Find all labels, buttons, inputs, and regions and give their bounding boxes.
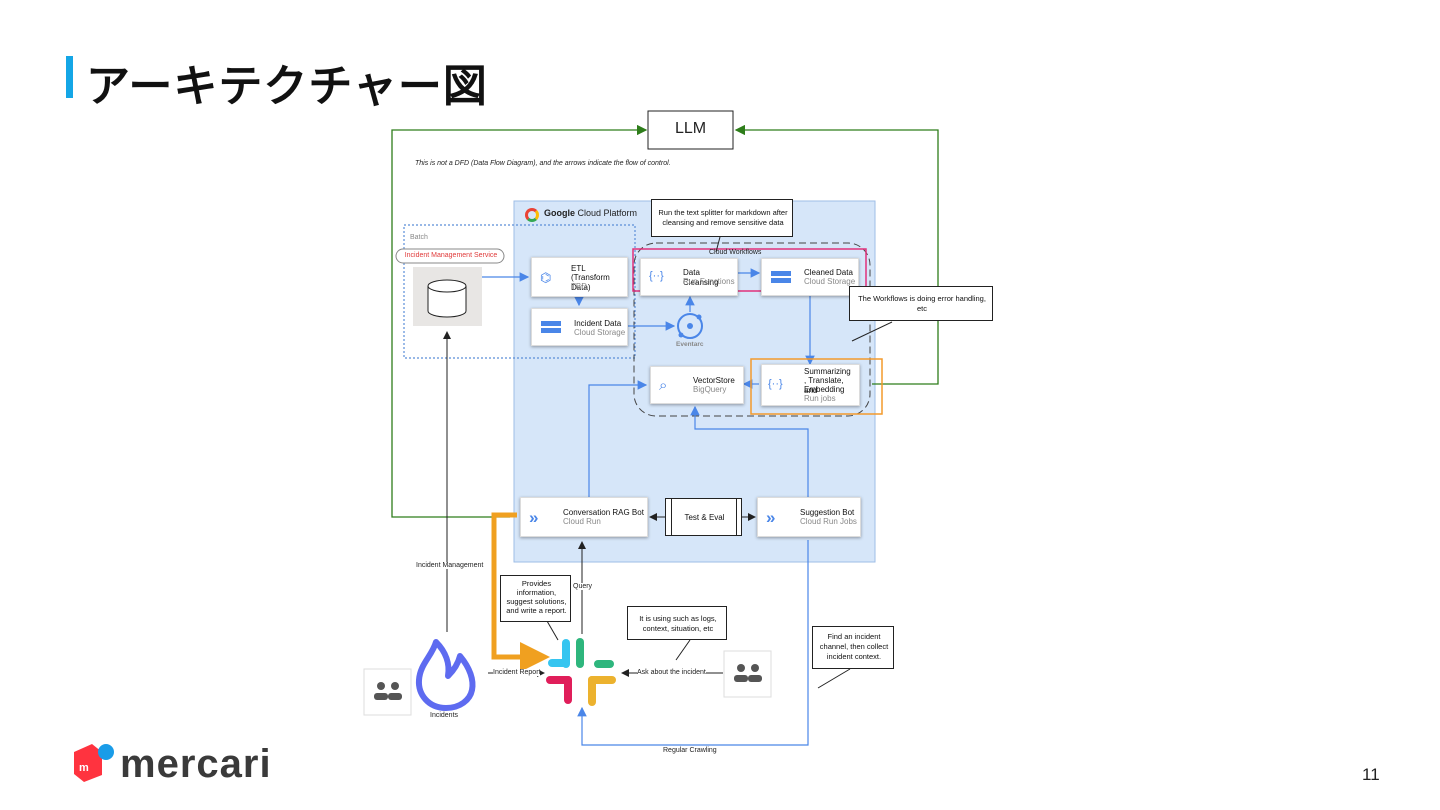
incident-data-card: Incident Data Cloud Storage [531, 308, 628, 346]
svg-text:m: m [79, 762, 89, 774]
cloud-workflows-label: Cloud Workflows [709, 249, 762, 256]
divider [671, 499, 672, 535]
ask-about-incident-label: Ask about the incident [637, 669, 706, 676]
people-icon [374, 682, 402, 700]
google-cloud-icon [525, 208, 539, 222]
title-accent-bar [66, 56, 73, 98]
summarizing-highlight [750, 358, 883, 415]
conversation-rag-bot-card: » Conversation RAG Bot Cloud Run [520, 497, 648, 537]
cloud-workflows-frame [633, 242, 871, 417]
bigquery-icon: ⌕ [659, 377, 668, 394]
llm-box [647, 110, 734, 150]
incident-report-label: Incident Report [493, 669, 541, 676]
callout-find-channel: Find an incident channel, then collect i… [812, 626, 894, 669]
mercari-logo-text: mercari [120, 742, 272, 786]
batch-label: Batch [410, 234, 428, 241]
summarizing-card: {··} Summarizing , Translate, and Embedd… [761, 364, 860, 406]
etl-card: ⌬ ETL (Transform Data) TBD [531, 257, 628, 297]
cloud-run-icon: » [529, 508, 539, 527]
callout-using: It is using such as logs, context, situa… [627, 606, 727, 640]
slack-logo-icon [546, 638, 616, 706]
llm-label: LLM [674, 120, 707, 137]
eventarc-icon [677, 313, 703, 339]
gcp-label: Google Cloud Platform [544, 208, 638, 218]
page-title: アーキテクチャー図 [86, 62, 488, 111]
test-eval-box: Test & Eval [665, 498, 742, 536]
storage-icon [771, 271, 791, 283]
divider [736, 499, 737, 535]
cleaned-data-card: Cleaned Data Cloud Storage [761, 258, 859, 296]
people-card-left [363, 668, 412, 716]
query-label: Query [573, 583, 593, 590]
cloud-run-icon: » [766, 508, 776, 527]
incident-management-label: Incident Management [416, 562, 484, 569]
data-cleansing-card: {··} Data Cleansing Run Functions [640, 258, 738, 296]
control-flow-note: This is not a DFD (Data Flow Diagram), a… [415, 160, 671, 167]
eventarc-label: Eventarc [676, 341, 704, 348]
storage-icon [541, 321, 561, 333]
people-card-right [723, 650, 772, 698]
incident-management-service-label: Incident Management Service [404, 252, 498, 259]
incident-management-service-pill [395, 248, 505, 264]
people-icon [734, 664, 762, 682]
database-icon [427, 279, 467, 318]
page-number: 11 [1362, 765, 1380, 784]
vectorstore-card: ⌕ VectorStore BigQuery [650, 366, 744, 404]
cleansing-highlight [632, 248, 867, 292]
callout-text-splitter: Run the text splitter for markdown after… [651, 199, 793, 237]
functions-icon: {··} [649, 270, 664, 282]
dataflow-icon: ⌬ [540, 270, 552, 285]
incidents-label: Incidents [430, 712, 459, 719]
mercari-logo-icon: m [74, 744, 114, 782]
run-jobs-icon: {··} [768, 378, 783, 390]
incidents-flame-icon [415, 639, 476, 711]
callout-provides: Provides information, suggest solutions,… [500, 575, 571, 622]
suggestion-bot-card: » Suggestion Bot Cloud Run Jobs [757, 497, 861, 537]
callout-workflows: The Workflows is doing error handling, e… [849, 286, 993, 321]
regular-crawling-label: Regular Crawling [663, 747, 717, 754]
